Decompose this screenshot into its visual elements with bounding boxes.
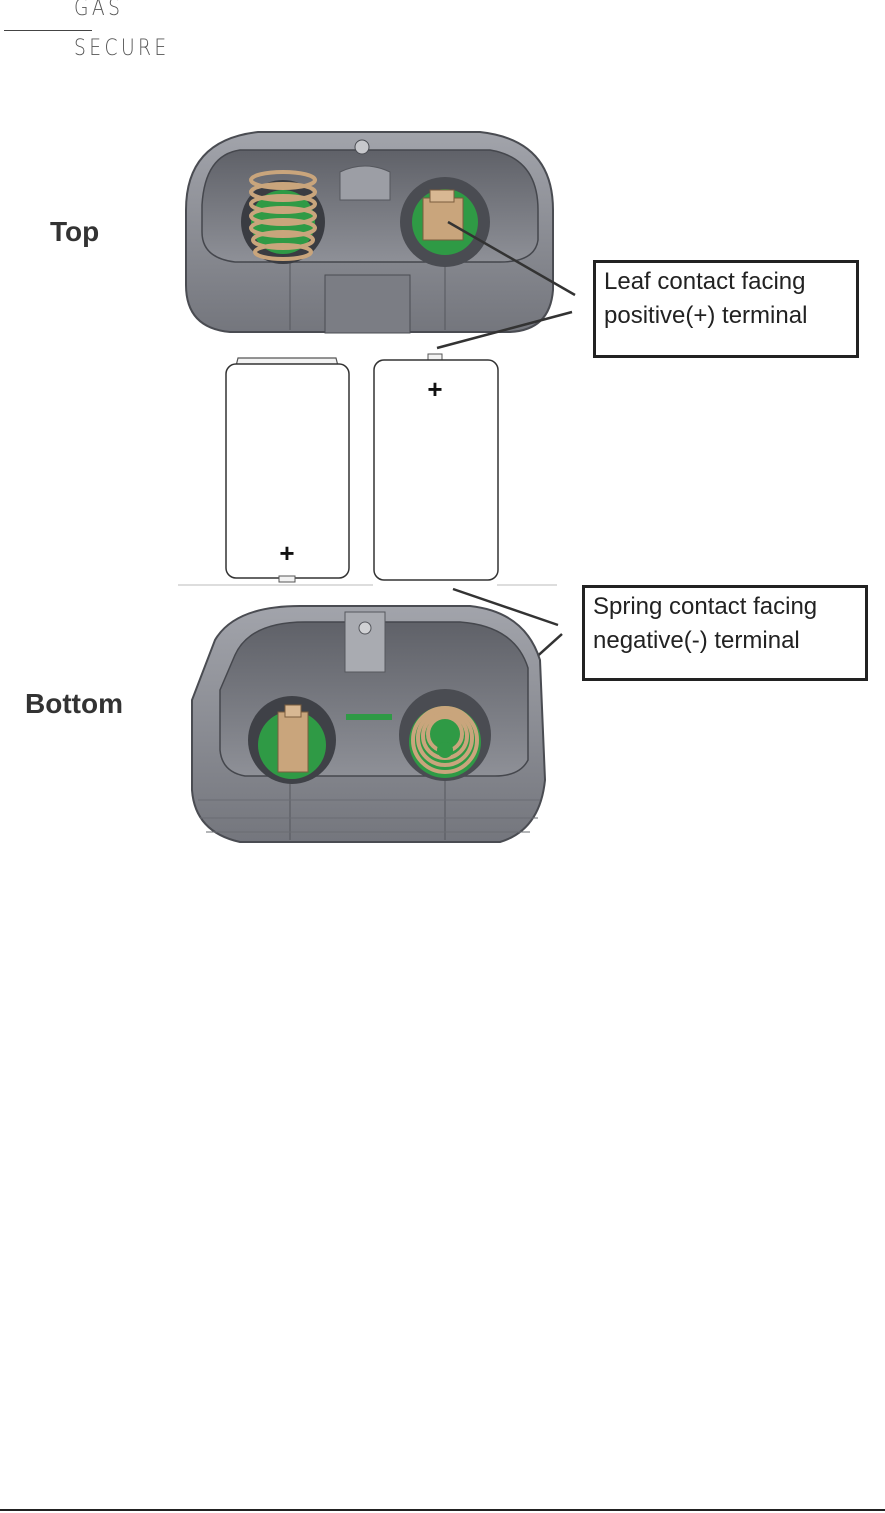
footer-rule [0,1509,885,1511]
bottom-label: Bottom [25,688,123,720]
battery-installation-illustration: + + [0,0,885,860]
leaf-contact-callout: Leaf contact facing positive(+) terminal [593,260,859,358]
battery-right-plus-mark: + [427,374,442,404]
battery-right: + [374,354,498,580]
leaf-callout-line-2: positive(+) terminal [604,299,848,333]
spring-callout-line-1: Spring contact facing [593,590,857,624]
leaf-callout-line-1: Leaf contact facing [604,265,848,299]
bottom-pcb-trace [346,714,392,720]
battery-left-plus-mark: + [279,538,294,568]
spring-contact-callout: Spring contact facing negative(-) termin… [582,585,868,681]
spring-callout-line-2: negative(-) terminal [593,624,857,658]
top-label: Top [50,216,99,248]
top-leaf-contact [423,190,463,240]
top-housing [186,132,553,333]
battery-left: + [226,358,349,582]
bottom-leaf-contact [278,705,308,772]
bottom-housing [192,606,545,842]
